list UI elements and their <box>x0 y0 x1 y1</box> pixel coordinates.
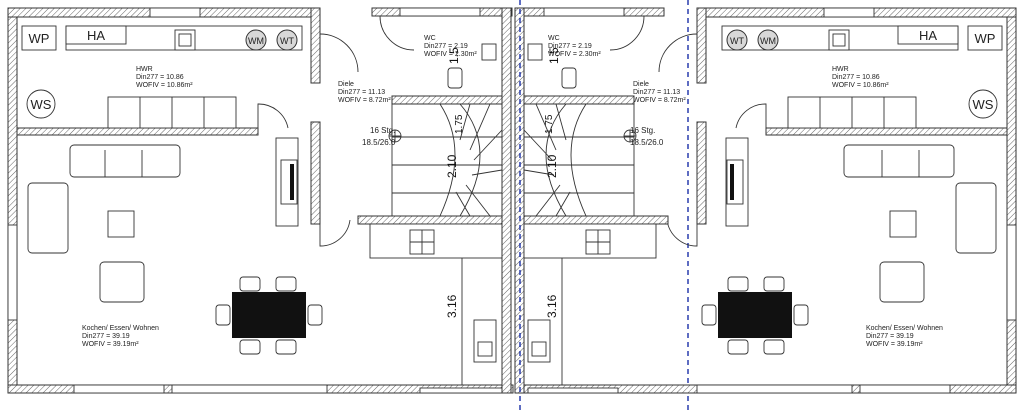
right-wp-label: WP <box>975 31 996 46</box>
left-ws-icon <box>26 89 56 119</box>
left-chair-2 <box>275 276 297 292</box>
left-hwr-door <box>257 103 289 129</box>
left-wc-wall <box>391 95 503 105</box>
left-dim-175: 1.75 <box>454 114 465 134</box>
left-wc-wofiv: WOFIV = 2.30m² <box>424 51 477 58</box>
right-dim-210: 2.10 <box>545 154 559 178</box>
right-stair-steps: 16 Stg. <box>630 126 655 135</box>
left-wp-label: WP <box>29 31 50 46</box>
left-dim-150: 1.5 <box>447 47 461 64</box>
left-wc-toilet <box>447 67 463 89</box>
left-hwr-wofiv: WOFIV = 10.86m² <box>136 82 193 89</box>
right-kitchen-name: Kochen/ Essen/ Wohnen <box>866 325 943 332</box>
right-wc-name: WC <box>548 35 560 42</box>
left-diele-wofiv: WOFIV = 8.72m² <box>338 97 391 104</box>
left-wt-label: WT <box>280 36 294 46</box>
left-ha-box <box>65 25 127 45</box>
right-hwr-name: HWR <box>832 66 849 73</box>
right-dim-150: 1.5 <box>547 47 561 64</box>
right-dim-316: 3.16 <box>545 294 559 318</box>
right-wm-label: WM <box>760 36 776 46</box>
right-dining-table <box>718 292 792 338</box>
left-window-top <box>149 7 201 18</box>
right-wt-label: WT <box>730 36 744 46</box>
right-unit: HA WP WT WM WS HWR Din277 = 10.86 WOFIV … <box>523 7 1017 394</box>
left-kitchen-name: Kochen/ Essen/ Wohnen <box>82 325 159 332</box>
left-tv <box>280 159 298 205</box>
left-window-bottom-1 <box>73 384 165 394</box>
right-hwr-wofiv: WOFIV = 10.86m² <box>832 82 889 89</box>
left-wc-door <box>379 15 415 51</box>
left-window-bottom-2 <box>171 384 328 394</box>
left-window-bottom-3 <box>419 387 511 394</box>
left-ha-label: HA <box>87 28 105 43</box>
left-wc-name: WC <box>424 35 436 42</box>
right-dim-175: 1.75 <box>544 114 555 134</box>
left-stair-wall-bottom <box>357 215 503 225</box>
right-ha-label: HA <box>919 28 937 43</box>
left-diele-din: Din277 = 11.13 <box>338 89 385 96</box>
left-armchair <box>99 261 145 303</box>
party-wall-left <box>501 7 512 394</box>
right-sink-icon <box>828 29 850 51</box>
left-outer-wall-left <box>7 7 18 393</box>
left-chair-1 <box>239 276 261 292</box>
left-interior-wall <box>16 127 259 136</box>
left-entrance-door <box>319 219 351 247</box>
left-wc-din: Din277 = 2.19 <box>424 43 468 50</box>
left-window-side <box>7 224 18 321</box>
left-coffee-table <box>107 210 135 238</box>
left-wm-icon <box>245 29 267 51</box>
left-dim-210: 2.10 <box>445 154 459 178</box>
left-hwr-din: Din277 = 10.86 <box>136 74 184 81</box>
left-stair-curve <box>439 103 456 217</box>
left-stair-ratio: 18.5/26.0 <box>362 138 396 147</box>
left-dim-316: 3.16 <box>445 294 459 318</box>
left-wall-right-lower <box>310 121 321 225</box>
left-hwr-name: HWR <box>136 66 153 73</box>
right-kitchen-wofiv: WOFIV = 39.19m² <box>866 341 923 348</box>
right-wm-icon <box>757 29 779 51</box>
left-wc-sink <box>481 43 497 61</box>
left-sink-icon <box>174 29 196 51</box>
left-entry-niche <box>369 223 503 259</box>
right-wt-icon <box>726 29 748 51</box>
left-unit: HA WP WM WT WS HWR Din277 = 10.86 WOFIV … <box>7 7 514 394</box>
left-chair-6 <box>307 304 323 326</box>
left-dining-table <box>232 292 306 338</box>
right-diele-wofiv: WOFIV = 8.72m² <box>633 97 686 104</box>
left-chair-4 <box>275 339 297 355</box>
left-sofa-side <box>27 182 69 254</box>
left-ws-label: WS <box>31 97 52 112</box>
right-diele-din: Din277 = 11.13 <box>633 89 680 96</box>
right-wc-wofiv: WOFIV = 2.30m² <box>548 51 601 58</box>
left-sink-basin <box>178 33 192 47</box>
left-kitchen-din: Din277 = 39.19 <box>82 333 130 340</box>
left-wm-label: WM <box>248 36 264 46</box>
left-kitchen-wofiv: WOFIV = 39.19m² <box>82 341 139 348</box>
left-wall-right-upper <box>310 7 321 84</box>
left-wp-box <box>21 25 57 51</box>
left-stair-steps: 16 Stg. <box>370 126 395 135</box>
right-stair-ratio: 18.5/26.0 <box>630 138 664 147</box>
left-diele-name: Diele <box>338 81 354 88</box>
right-ws-label: WS <box>973 97 994 112</box>
right-diele-name: Diele <box>633 81 649 88</box>
right-wc-din: Din277 = 2.19 <box>548 43 592 50</box>
left-sofa-top <box>69 144 181 178</box>
left-chair-3 <box>239 339 261 355</box>
left-chair-5 <box>215 304 231 326</box>
left-small-sink <box>473 319 497 363</box>
right-hwr-din: Din277 = 10.86 <box>832 74 880 81</box>
left-diele-door <box>319 33 359 73</box>
right-kitchen-din: Din277 = 39.19 <box>866 333 914 340</box>
left-wc-window <box>399 7 481 17</box>
right-ws-icon <box>968 89 998 119</box>
left-wt-icon <box>276 29 298 51</box>
